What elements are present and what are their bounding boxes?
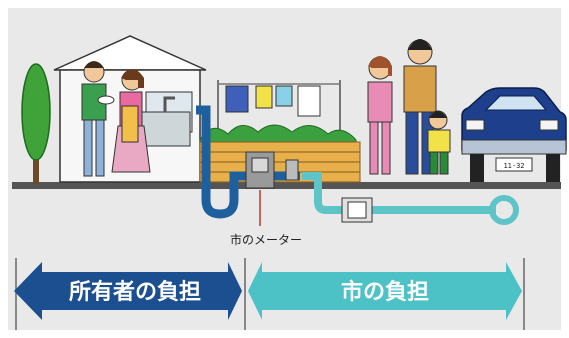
city-responsibility-label: 市の負担 [341,279,429,305]
owner-responsibility-arrow [14,262,242,320]
laundry-icon [217,80,341,140]
person-icon [111,69,151,173]
city-pipe [302,172,519,225]
car-icon: 11-32 [461,87,567,182]
person-icon [427,110,451,175]
owner-responsibility-label: 所有者の負担 [69,279,201,305]
valve-icon [285,159,299,181]
city-responsibility-arrow [248,262,522,320]
brick-wall [199,141,361,183]
meter-label: 市のメーター [230,232,302,247]
person-icon [403,39,437,175]
person-icon [81,61,115,177]
water-meter-icon [245,151,275,189]
tree-icon [21,63,51,184]
license-plate-text: 11-32 [503,162,524,170]
ground-line [12,182,561,189]
person-icon [367,56,393,175]
